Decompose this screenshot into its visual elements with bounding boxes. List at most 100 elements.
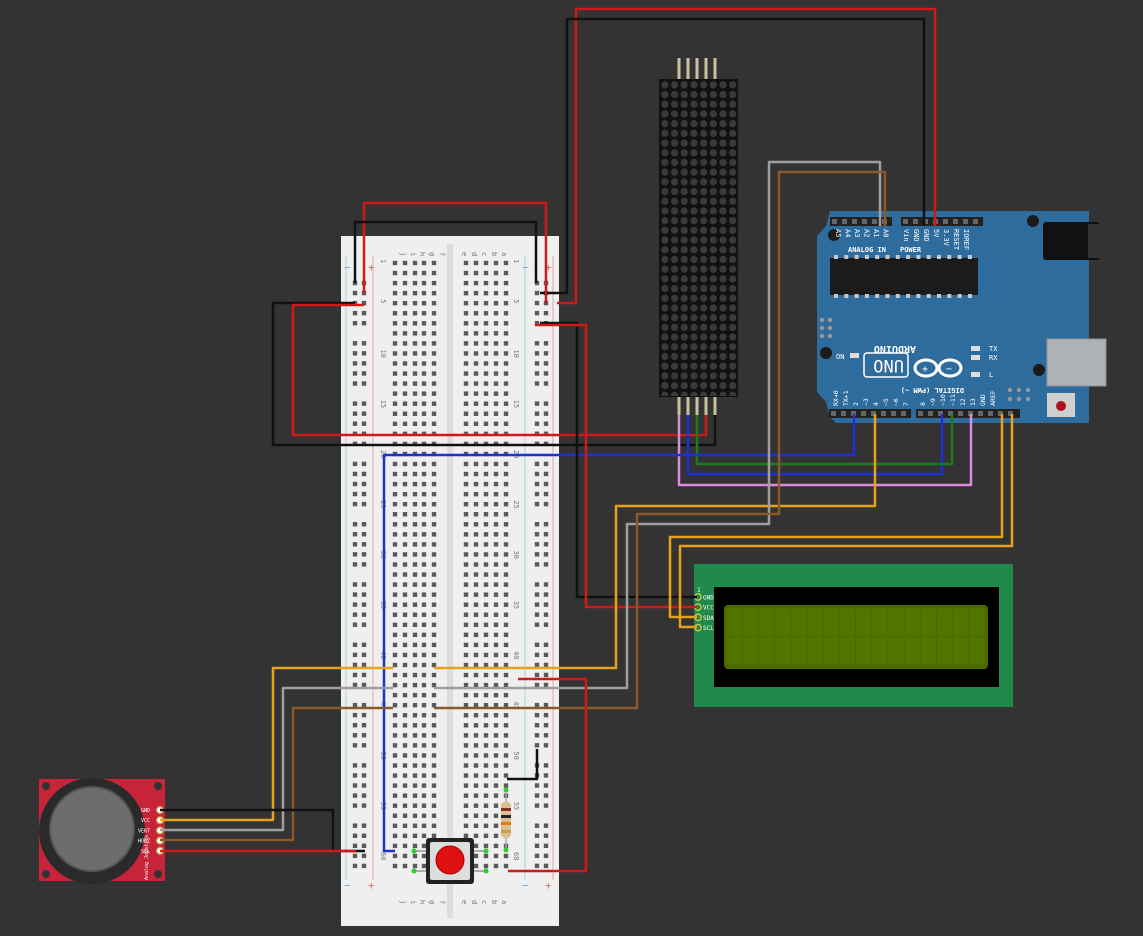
breadboard-hole[interactable]: [392, 823, 398, 828]
breadboard-hole[interactable]: [493, 371, 499, 376]
breadboard-hole[interactable]: [483, 602, 489, 607]
breadboard-hole[interactable]: [483, 803, 489, 808]
breadboard-hole[interactable]: [483, 813, 489, 818]
breadboard-hole[interactable]: [463, 341, 469, 346]
rail-hole[interactable]: [361, 702, 367, 708]
rail-hole[interactable]: [543, 733, 549, 738]
breadboard-hole[interactable]: [431, 692, 437, 698]
breadboard-hole[interactable]: [421, 491, 427, 497]
breadboard-hole[interactable]: [412, 391, 418, 396]
breadboard-hole[interactable]: [412, 481, 418, 487]
breadboard-hole[interactable]: [463, 381, 469, 386]
rail-hole[interactable]: [543, 803, 549, 808]
rail-hole[interactable]: [352, 863, 358, 869]
breadboard-hole[interactable]: [483, 411, 489, 416]
breadboard-hole[interactable]: [421, 723, 427, 728]
rail-hole[interactable]: [352, 652, 358, 658]
breadboard-hole[interactable]: [503, 572, 509, 577]
breadboard-hole[interactable]: [402, 371, 408, 376]
breadboard-hole[interactable]: [503, 371, 509, 376]
rail-hole[interactable]: [543, 341, 549, 346]
breadboard-hole[interactable]: [473, 692, 479, 698]
breadboard-hole[interactable]: [503, 301, 509, 306]
breadboard-hole[interactable]: [412, 723, 418, 728]
wire-orange-joy-vert[interactable]: [160, 666, 393, 822]
breadboard-hole[interactable]: [463, 602, 469, 607]
breadboard-hole[interactable]: [463, 682, 469, 688]
breadboard-hole[interactable]: [431, 502, 437, 507]
rail-hole[interactable]: [361, 723, 367, 728]
breadboard-hole[interactable]: [412, 763, 418, 768]
breadboard-hole[interactable]: [412, 572, 418, 577]
breadboard-hole[interactable]: [493, 632, 499, 638]
rail-hole[interactable]: [534, 853, 540, 859]
rail-hole[interactable]: [361, 310, 367, 316]
breadboard-hole[interactable]: [483, 361, 489, 366]
breadboard-hole[interactable]: [421, 733, 427, 738]
breadboard-hole[interactable]: [392, 612, 398, 617]
breadboard-hole[interactable]: [412, 341, 418, 346]
rail-hole[interactable]: [352, 461, 358, 467]
breadboard-hole[interactable]: [412, 522, 418, 527]
breadboard-hole[interactable]: [421, 301, 427, 306]
rail-hole[interactable]: [534, 793, 540, 798]
breadboard-hole[interactable]: [503, 733, 509, 738]
breadboard-hole[interactable]: [483, 522, 489, 527]
breadboard-hole[interactable]: [412, 672, 418, 678]
breadboard-hole[interactable]: [392, 803, 398, 808]
breadboard-hole[interactable]: [412, 381, 418, 386]
breadboard-hole[interactable]: [431, 421, 437, 426]
breadboard-hole[interactable]: [402, 783, 408, 788]
breadboard-hole[interactable]: [483, 592, 489, 597]
rail-hole[interactable]: [534, 290, 540, 296]
breadboard-hole[interactable]: [421, 411, 427, 416]
breadboard-hole[interactable]: [503, 411, 509, 416]
breadboard-hole[interactable]: [473, 491, 479, 497]
breadboard-hole[interactable]: [421, 823, 427, 828]
breadboard-hole[interactable]: [463, 481, 469, 487]
rail-hole[interactable]: [534, 622, 540, 627]
rail-hole[interactable]: [361, 582, 367, 587]
rail-hole[interactable]: [534, 652, 540, 658]
breadboard-hole[interactable]: [483, 582, 489, 587]
rail-hole[interactable]: [352, 321, 358, 326]
breadboard-hole[interactable]: [473, 270, 479, 276]
breadboard-hole[interactable]: [493, 853, 499, 859]
breadboard-hole[interactable]: [412, 401, 418, 406]
breadboard-hole[interactable]: [503, 391, 509, 396]
breadboard-hole[interactable]: [392, 843, 398, 849]
breadboard-hole[interactable]: [431, 361, 437, 366]
breadboard-hole[interactable]: [493, 652, 499, 658]
breadboard-hole[interactable]: [402, 803, 408, 808]
breadboard-hole[interactable]: [493, 270, 499, 276]
rail-hole[interactable]: [361, 652, 367, 658]
breadboard-hole[interactable]: [473, 321, 479, 326]
breadboard-hole[interactable]: [431, 481, 437, 487]
breadboard-hole[interactable]: [463, 290, 469, 296]
rail-hole[interactable]: [543, 542, 549, 547]
rail-hole[interactable]: [361, 763, 367, 768]
breadboard-hole[interactable]: [473, 703, 479, 708]
rail-hole[interactable]: [543, 763, 549, 768]
rail-hole[interactable]: [534, 682, 540, 688]
breadboard-hole[interactable]: [463, 622, 469, 627]
breadboard-hole[interactable]: [412, 602, 418, 607]
breadboard-hole[interactable]: [483, 502, 489, 507]
breadboard-hole[interactable]: [493, 743, 499, 748]
breadboard-hole[interactable]: [412, 622, 418, 627]
breadboard-hole[interactable]: [392, 582, 398, 587]
breadboard-hole[interactable]: [503, 602, 509, 607]
breadboard-hole[interactable]: [493, 592, 499, 597]
breadboard-hole[interactable]: [493, 280, 499, 286]
breadboard-hole[interactable]: [483, 351, 489, 356]
breadboard-hole[interactable]: [421, 280, 427, 286]
breadboard-hole[interactable]: [392, 361, 398, 366]
rail-hole[interactable]: [534, 401, 540, 406]
breadboard-hole[interactable]: [431, 733, 437, 738]
rail-hole[interactable]: [534, 300, 540, 306]
breadboard-hole[interactable]: [473, 512, 479, 517]
breadboard-hole[interactable]: [483, 652, 489, 658]
breadboard-hole[interactable]: [392, 632, 398, 638]
rail-hole[interactable]: [534, 461, 540, 467]
